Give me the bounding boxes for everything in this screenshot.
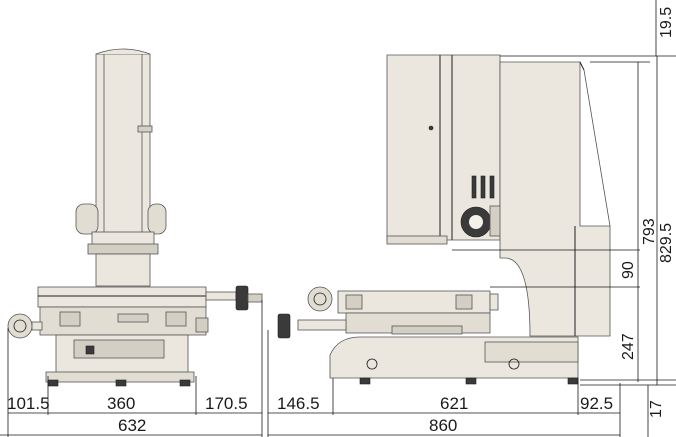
front-view-machine: [7, 48, 263, 387]
side-dim-height-793: 793: [641, 218, 658, 245]
side-dim-right: 92.5: [580, 394, 613, 413]
side-dim-247: 247: [620, 333, 637, 360]
side-dim-center: 621: [440, 394, 468, 413]
front-dim-left: 101.5: [7, 394, 50, 413]
side-dim-90: 90: [620, 261, 637, 279]
side-dim-height-total: 829.5: [658, 223, 675, 263]
side-dim-left: 146.5: [277, 394, 320, 413]
side-view-machine: [277, 54, 611, 385]
side-dim-17: 17: [648, 400, 665, 418]
front-dim-right: 170.5: [205, 394, 248, 413]
side-dim-total: 860: [429, 416, 457, 435]
front-dim-center: 360: [107, 394, 135, 413]
front-view-dimension-lines: [0, 300, 263, 437]
side-dim-top-offset: 19.5: [658, 7, 675, 38]
side-view-dimension-lines: [267, 0, 676, 437]
front-dim-total: 632: [118, 416, 146, 435]
